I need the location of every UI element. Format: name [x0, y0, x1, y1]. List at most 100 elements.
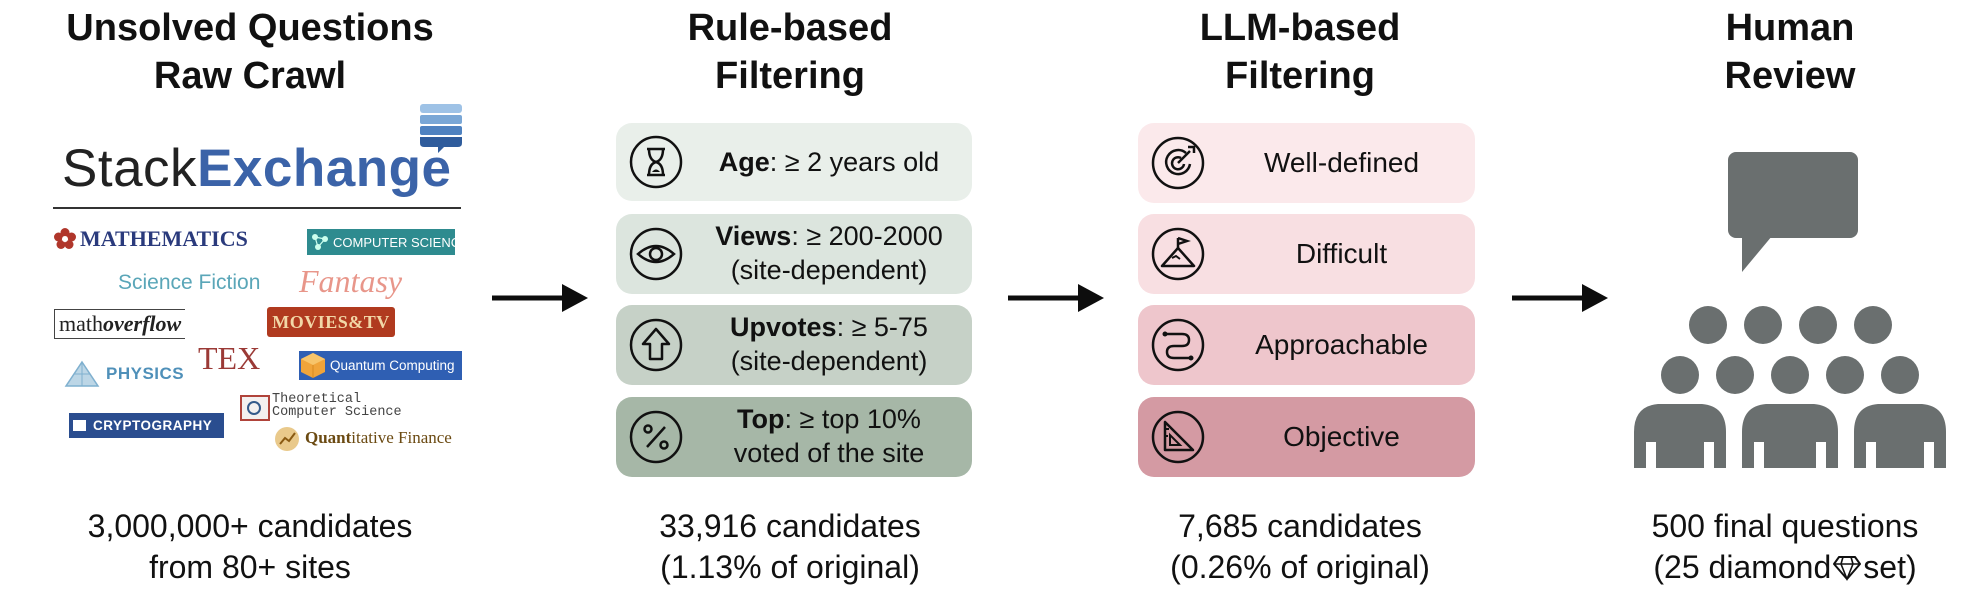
eye-icon — [629, 227, 683, 281]
stage-footer-line2-a: (25 diamond — [1653, 549, 1832, 585]
stage-title-line1: Human — [1725, 7, 1855, 49]
rule-filter-upvotes: Upvotes: ≥ 5-75 (site-dependent) — [616, 305, 972, 385]
site-cryptography-label: CRYPTOGRAPHY — [93, 418, 213, 433]
path-icon — [1151, 318, 1205, 372]
llm-filter-approachable: Approachable — [1138, 305, 1475, 385]
site-science-fiction: Science Fiction — [118, 271, 261, 294]
stage-footer-line2: (0.26% of original) — [1170, 549, 1430, 585]
stage-title-line1: Rule-based — [687, 7, 893, 49]
site-quantitative-finance: Quantitative Finance — [305, 428, 452, 448]
site-mathoverflow-a: math — [59, 311, 103, 336]
llm-filter-difficult: Difficult — [1138, 214, 1475, 294]
site-theoretical-cs-line2: Computer Science — [272, 405, 402, 420]
arrow-icon — [1008, 284, 1104, 312]
site-cryptography: CRYPTOGRAPHY — [69, 413, 224, 438]
arrow-icon — [492, 284, 588, 312]
rule-filter-text: Upvotes: ≥ 5-75 (site-dependent) — [694, 310, 964, 378]
rule-filter-value: : ≥ 5-75 — [836, 312, 928, 342]
rule-filter-label: Age — [718, 147, 770, 177]
stackexchange-logo-exchange: Exchange — [197, 139, 452, 198]
site-physics: PHYSICS — [106, 364, 185, 383]
site-quantitative-finance-a: Quant — [305, 428, 352, 447]
stage-title-line1: Unsolved Questions — [66, 7, 434, 49]
site-movies-tv: MOVIES&TV — [267, 307, 395, 337]
stage-title-llm-based: LLM-based Filtering — [1110, 4, 1490, 100]
llm-filter-label: Difficult — [1295, 238, 1388, 269]
theoretical-cs-icon — [240, 395, 270, 421]
people-speech-icon — [1634, 152, 1946, 468]
stage-footer-line2-b: set) — [1863, 549, 1917, 585]
stage-footer-rule-based: 33,916 candidates (1.13% of original) — [590, 506, 990, 588]
stage-title-line2: Raw Crawl — [153, 55, 347, 97]
cube-icon — [301, 353, 325, 378]
rule-filter-line2: voted of the site — [733, 438, 925, 468]
site-theoretical-cs: Theoretical Computer Science — [272, 392, 402, 420]
stage-footer-raw-crawl: 3,000,000+ candidates from 80+ sites — [20, 506, 480, 588]
physics-icon — [64, 360, 100, 387]
stackexchange-logo-stack: Stack — [62, 139, 198, 198]
flower-icon — [54, 228, 76, 249]
rule-filter-label: Top — [737, 404, 785, 434]
rule-filter-text: Age: ≥ 2 years old — [694, 145, 964, 179]
stage-footer-line2: (1.13% of original) — [660, 549, 920, 585]
hourglass-icon — [629, 135, 683, 189]
stage-title-rule-based: Rule-based Filtering — [590, 4, 990, 100]
stage-title-line2: Review — [1724, 55, 1856, 97]
diamond-icon — [1833, 556, 1862, 582]
rule-filter-line2: (site-dependent) — [730, 255, 928, 285]
stackexchange-logo: StackExchange — [62, 138, 451, 200]
llm-filter-label: Well-defined — [1263, 147, 1420, 178]
stage-footer-line2: (25 diamond set) — [1600, 547, 1970, 588]
stage-footer-human-review: 500 final questions (25 diamond set) — [1600, 506, 1970, 588]
percent-icon — [629, 410, 683, 464]
site-mathoverflow: mathoverflow — [54, 309, 186, 339]
stage-title-line2: Filtering — [715, 55, 865, 97]
rule-filter-value: : ≥ 2 years old — [769, 147, 940, 177]
mountain-flag-icon — [1151, 227, 1205, 281]
stage-footer-line2: from 80+ sites — [149, 549, 351, 585]
network-icon — [312, 234, 328, 250]
rule-filter-label: Upvotes — [730, 312, 837, 342]
stage-footer-line1: 500 final questions — [1651, 508, 1919, 544]
llm-filter-well-defined: Well-defined — [1138, 123, 1475, 203]
site-tex: TEX — [198, 340, 261, 376]
divider — [53, 207, 461, 209]
site-computer-science: COMPUTER SCIENCE — [307, 229, 469, 255]
rule-filter-text: Top: ≥ top 10% voted of the site — [694, 402, 964, 470]
stage-title-line2: Filtering — [1225, 55, 1375, 97]
key-icon — [73, 420, 86, 431]
up-arrow-icon — [629, 318, 683, 372]
stage-title-human-review: Human Review — [1620, 4, 1960, 100]
set-square-icon — [1151, 410, 1205, 464]
finance-icon — [275, 427, 299, 451]
stage-footer-llm-based: 7,685 candidates (0.26% of original) — [1110, 506, 1490, 588]
site-quantum-computing: Quantum Computing — [299, 351, 462, 380]
rule-filter-value: : ≥ top 10% — [784, 404, 921, 434]
site-quantum-computing-label: Quantum Computing — [330, 358, 455, 373]
rule-filter-age: Age: ≥ 2 years old — [616, 123, 972, 201]
site-mathematics: MATHEMATICS — [80, 226, 248, 251]
site-mathoverflow-b: overflow — [103, 311, 182, 336]
rule-filter-line2: (site-dependent) — [730, 346, 928, 376]
stage-title-raw-crawl: Unsolved Questions Raw Crawl — [20, 4, 480, 100]
rule-filter-text: Views: ≥ 200-2000 (site-dependent) — [694, 219, 964, 287]
arrow-icon — [1512, 284, 1608, 312]
site-computer-science-label: COMPUTER SCIENCE — [333, 235, 469, 250]
stage-footer-line1: 33,916 candidates — [659, 508, 921, 544]
stage-title-line1: LLM-based — [1199, 7, 1401, 49]
llm-filter-label: Approachable — [1255, 329, 1428, 360]
rule-filter-label: Views — [715, 221, 792, 251]
rule-filter-value: : ≥ 200-2000 — [791, 221, 943, 251]
target-icon — [1151, 136, 1205, 190]
site-quantitative-finance-b: itative Finance — [351, 428, 452, 447]
llm-filter-objective: Objective — [1138, 397, 1475, 477]
site-theoretical-cs-line1: Theoretical — [272, 392, 362, 407]
stage-footer-line1: 3,000,000+ candidates — [87, 508, 413, 544]
stackexchange-stack-icon — [420, 104, 462, 153]
magnifier-icon — [247, 401, 261, 415]
stage-footer-line1: 7,685 candidates — [1178, 508, 1422, 544]
site-fantasy: Fantasy — [299, 263, 403, 299]
llm-filter-label: Objective — [1283, 421, 1400, 452]
rule-filter-top: Top: ≥ top 10% voted of the site — [616, 397, 972, 477]
site-movies-tv-label: MOVIES&TV — [272, 312, 390, 332]
